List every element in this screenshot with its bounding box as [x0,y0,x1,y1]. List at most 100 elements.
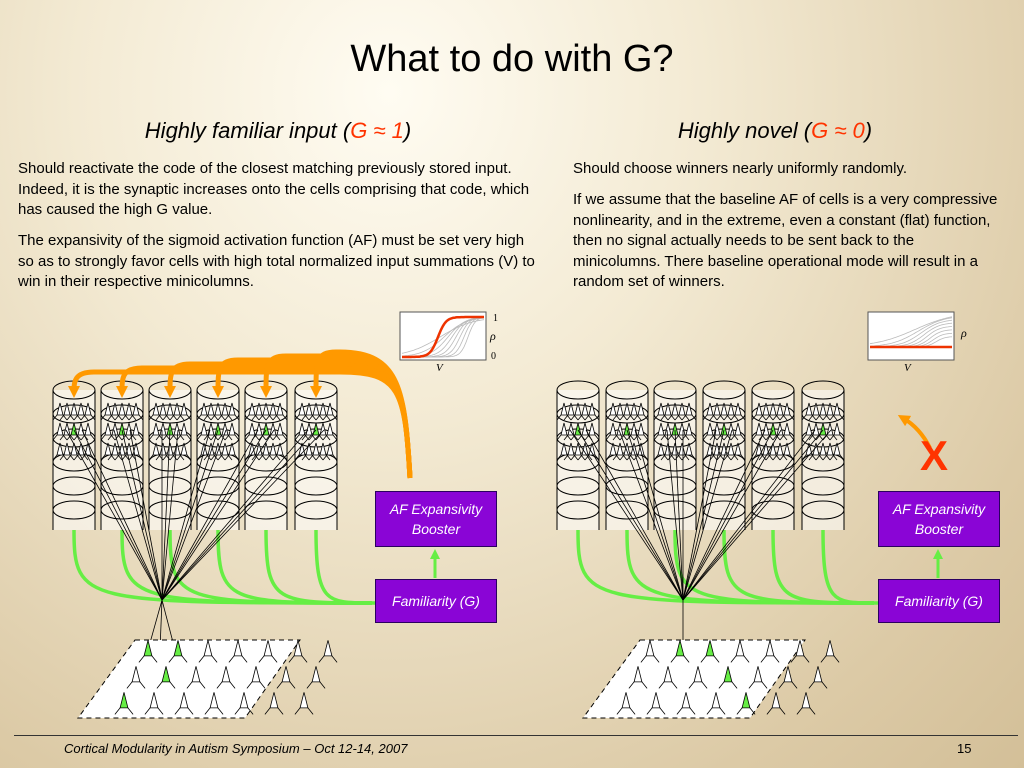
neuron-icon [119,692,129,709]
neuron-icon [657,442,665,456]
neuron-icon [645,640,655,657]
neuron-icon [630,422,638,436]
page-title: What to do with G? [350,38,674,80]
neuron-icon [574,442,582,456]
neuron-icon [723,666,733,683]
neuron-icon [783,402,791,416]
left-input-connections [65,429,325,651]
left-paragraph-1: Should reactivate the code of the closes… [18,160,530,218]
neuron-icon [125,442,133,456]
footer-text: Cortical Modularity in Autism Symposium … [64,741,408,756]
neuron-icon [574,422,582,436]
neuron-icon [262,422,270,436]
neuron-icon [132,422,140,436]
expanded-sigmoid-curve [402,315,484,359]
neuron-icon [221,666,231,683]
neuron-icon [312,402,320,416]
neuron-icon [269,692,279,709]
minicolumn [556,380,600,530]
neuron-icon [104,422,112,436]
neuron-icon [152,402,160,416]
neuron-icon [104,442,112,456]
neuron-icon [833,402,841,416]
neuron-icon [713,442,721,456]
neuron-icon [214,402,222,416]
neuron-icon [248,442,256,456]
neuron-icon [125,422,133,436]
neuron-icon [131,666,141,683]
neuron-icon [63,402,71,416]
neuron-icon [588,422,596,436]
neuron-icon [826,422,834,436]
neuron-icon [173,402,181,416]
neuron-icon [305,402,313,416]
left-input-sheet [77,639,338,719]
neuron-icon [77,402,85,416]
left-af-expansivity-booster: AF Expansivity Booster [375,491,497,547]
neuron-icon [203,640,213,657]
neuron-icon [255,422,263,436]
neuron-icon [813,666,823,683]
neuron-icon [207,402,215,416]
neuron-icon [735,640,745,657]
neuron-icon [173,640,183,657]
neuron-icon [269,422,277,436]
neuron-icon [248,402,256,416]
neuron-icon [819,422,827,436]
right-activation-plot: ρ V [867,311,967,374]
neuron-icon [152,442,160,456]
neuron-icon [56,402,64,416]
neuron-icon [228,422,236,436]
neuron-icon [685,422,693,436]
left-heading-post: ) [403,118,412,143]
neuron-icon [200,422,208,436]
neuron-icon [685,402,693,416]
right-blocked-feedback-arrow [897,414,932,449]
neuron-icon [276,422,284,436]
right-paragraph-2: If we assume that the baseline AF of cel… [573,191,998,290]
neuron-icon [713,422,721,436]
neuron-icon [805,422,813,436]
neuron-icon [159,442,167,456]
neuron-icon [769,442,777,456]
left-paragraph-2: The expansivity of the sigmoid activatio… [18,232,535,290]
neuron-icon [312,422,320,436]
neuron-icon [326,422,334,436]
neuron-icon [567,402,575,416]
neuron-icon [762,422,770,436]
neuron-icon [326,402,334,416]
neuron-icon [166,442,174,456]
neuron-icon [298,442,306,456]
neuron-icon [678,442,686,456]
neuron-icon [693,666,703,683]
minicolumn [801,380,845,530]
right-af-expansivity-booster: AF Expansivity Booster [878,491,1000,547]
right-green-projections [576,529,891,608]
neuron-icon [173,422,181,436]
neuron-icon [706,402,714,416]
right-input-sheet [582,639,840,719]
minicolumn [100,380,144,530]
neuron-icon [118,442,126,456]
neuron-icon [755,402,763,416]
neuron-icon [173,442,181,456]
neuron-icon [711,692,721,709]
neuron-icon [84,422,92,436]
neuron-icon [248,422,256,436]
neuron-icon [298,422,306,436]
neuron-icon [574,402,582,416]
neuron-icon [734,422,742,436]
neuron-icon [812,422,820,436]
right-paragraph-1: Should choose winners nearly uniformly r… [573,160,908,177]
neuron-icon [588,442,596,456]
neuron-icon [567,442,575,456]
left-minicolumns [52,380,338,530]
minicolumn [653,380,697,530]
neuron-icon [819,442,827,456]
neuron-icon [77,442,85,456]
neuron-icon [56,422,64,436]
neuron-icon [776,422,784,436]
neuron-icon [720,402,728,416]
right-heading-accent: G ≈ 0 [811,118,865,143]
